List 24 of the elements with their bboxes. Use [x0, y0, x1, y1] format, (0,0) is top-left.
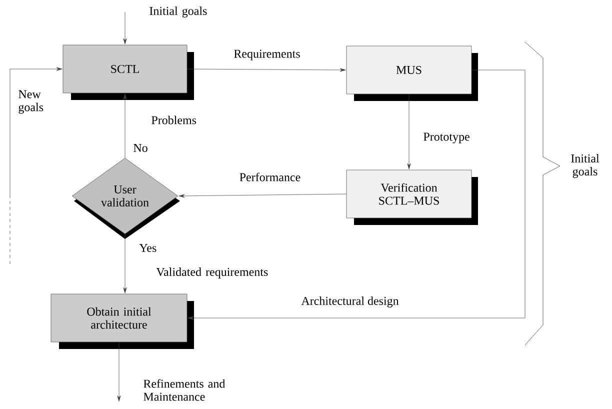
arrow	[407, 94, 411, 170]
arrow	[123, 12, 127, 44]
edge-label: Problems	[152, 116, 196, 124]
arrow	[123, 94, 127, 158]
process-box: SCTL	[62, 44, 194, 100]
edge-label: Initial goals	[150, 6, 207, 18]
edge-label: Performance	[240, 172, 300, 182]
edge-label: Refinements and Maintenance	[144, 379, 226, 401]
arrow	[187, 68, 346, 72]
arrow	[10, 67, 62, 196]
text-label: No	[134, 144, 148, 152]
process-box: Obtain initial architecture	[50, 294, 194, 349]
edge-label: Validated requirements	[156, 268, 268, 278]
edge-label: Prototype	[424, 132, 470, 144]
arrow	[117, 342, 121, 402]
arrow	[178, 194, 346, 198]
edge-label: Architectural design	[301, 296, 399, 308]
text-label: Initial goals	[571, 154, 600, 178]
arrow	[123, 234, 127, 294]
edge-label: Requirements	[234, 50, 300, 60]
edge-label: New goals	[18, 90, 44, 114]
process-box: MUS	[346, 46, 478, 101]
process-box: Verification SCTL–MUS	[346, 170, 478, 225]
arrow	[188, 70, 526, 320]
